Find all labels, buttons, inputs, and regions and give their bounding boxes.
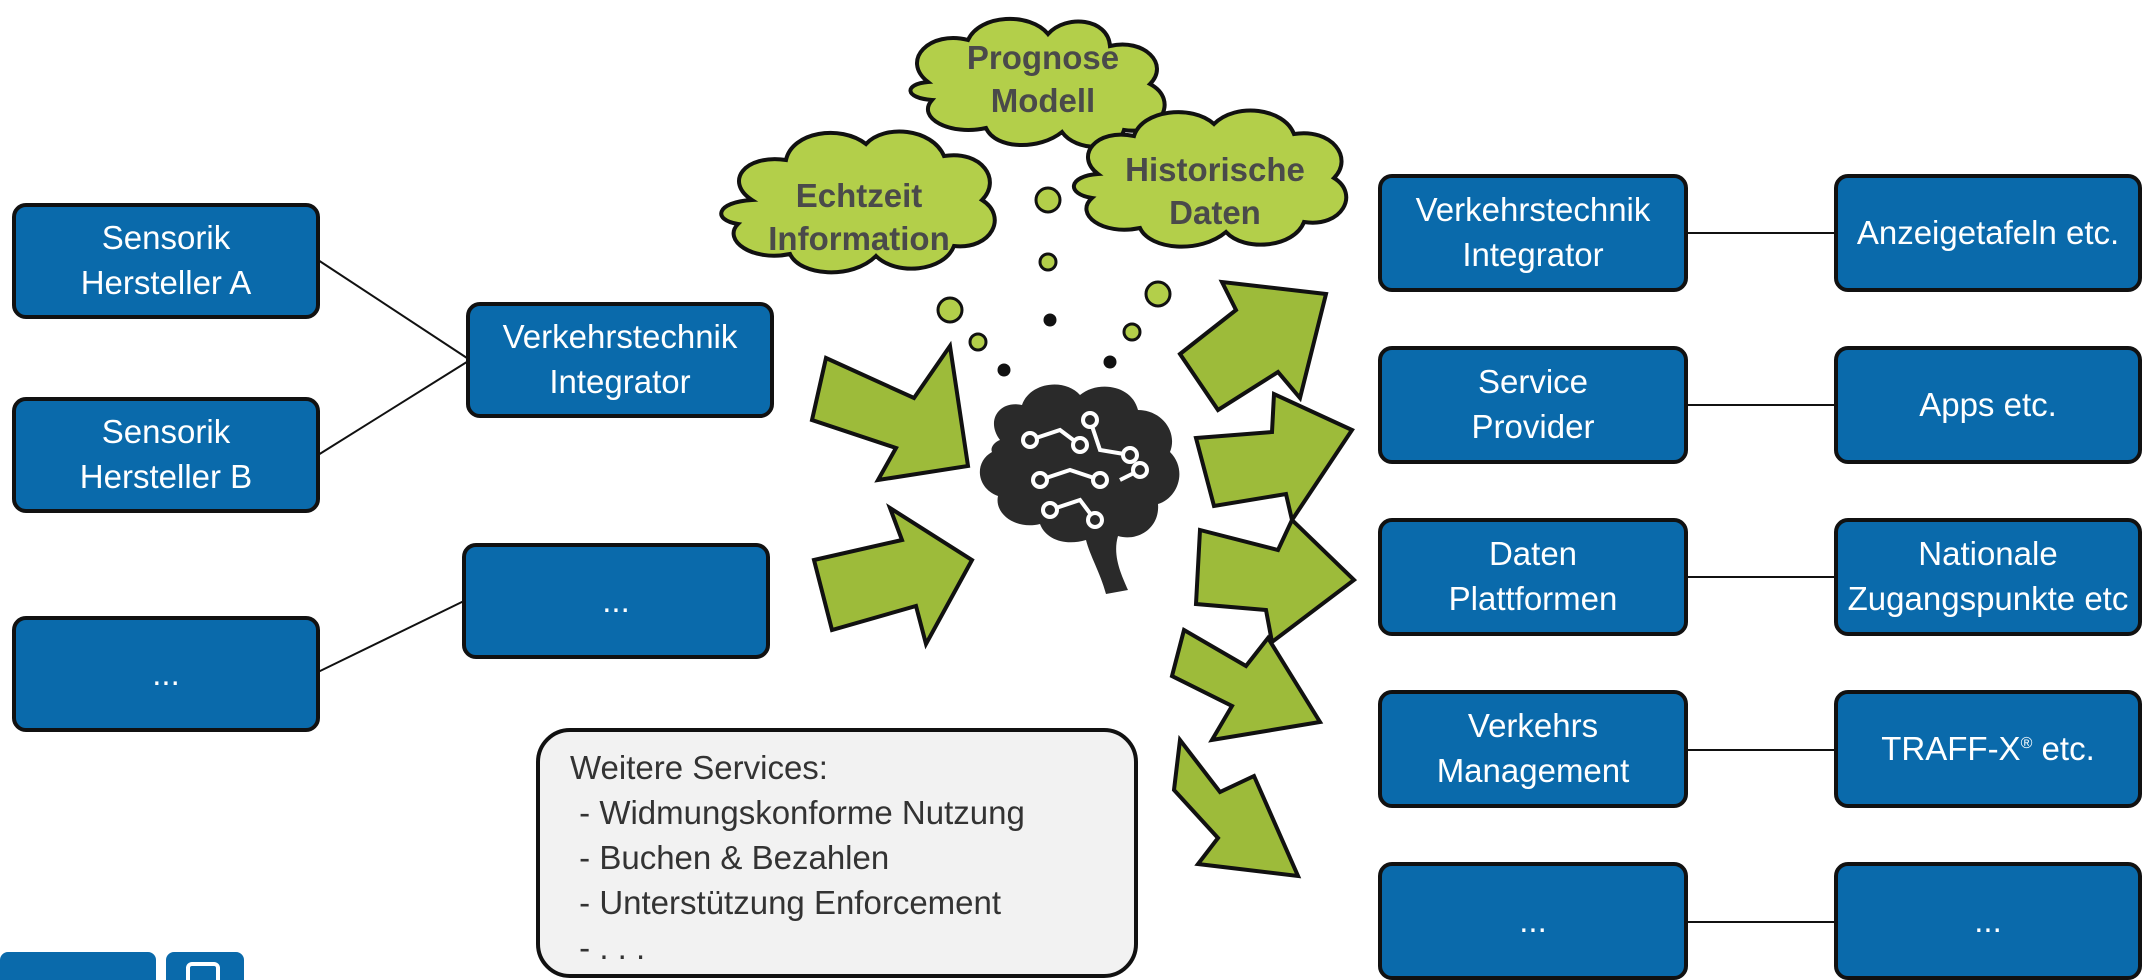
arrow-input-1 <box>809 340 971 483</box>
source-label: ... <box>152 654 180 692</box>
target-label-main: TRAFF-X <box>1881 729 2021 767</box>
output-label: Verkehrs Management <box>1436 707 1630 789</box>
bubble-7 <box>997 363 1011 377</box>
output-box-service-provider: Service Provider <box>1378 346 1688 464</box>
integrator-box: Verkehrstechnik Integrator <box>466 302 774 418</box>
brain-circuit-icon <box>979 384 1180 594</box>
services-callout: Weitere Services: - Widmungskonforme Nut… <box>536 728 1138 978</box>
output-box-verkehrstechnik: Verkehrstechnik Integrator <box>1378 174 1688 292</box>
target-box-traff-x: TRAFF-X® etc. <box>1834 690 2142 808</box>
target-box-nationale-zugangspunkte: Nationale Zugangspunkte etc <box>1834 518 2142 636</box>
target-label: Nationale Zugangspunkte etc <box>1847 535 2129 617</box>
target-label-rest: etc. <box>2032 729 2095 767</box>
services-title: Weitere Services: <box>570 749 828 786</box>
target-box-ellipsis: ... <box>1834 862 2142 980</box>
integrator-label: Verkehrstechnik Integrator <box>502 318 738 400</box>
bubble-2 <box>1038 252 1058 272</box>
source-label: Sensorik Hersteller B <box>79 413 253 495</box>
integrator-label: ... <box>602 581 630 619</box>
target-label: TRAFF-X® etc. <box>1881 727 2094 772</box>
arrow-output-4 <box>1169 626 1324 743</box>
connector-sensor-b <box>317 359 471 456</box>
target-box-apps: Apps etc. <box>1834 346 2142 464</box>
thought-bubbles <box>936 186 1172 377</box>
output-label: Service Provider <box>1471 363 1595 445</box>
output-box-ellipsis: ... <box>1378 862 1688 980</box>
cloud-label-echtzeit: Echtzeit Information <box>768 177 950 257</box>
output-box-daten-plattformen: Daten Plattformen <box>1378 518 1688 636</box>
arrow-output-2 <box>1193 390 1355 525</box>
bubble-5 <box>1144 280 1172 308</box>
bubble-4 <box>968 332 988 352</box>
bubble-8 <box>1043 313 1057 327</box>
target-box-anzeigetafeln: Anzeigetafeln etc. <box>1834 174 2142 292</box>
output-label: Verkehrstechnik Integrator <box>1415 191 1651 273</box>
source-label: Sensorik Hersteller A <box>80 219 252 301</box>
bubble-6 <box>1122 322 1142 342</box>
arrow-output-3 <box>1193 516 1358 646</box>
bubble-9 <box>1103 355 1117 369</box>
services-item: - Widmungskonforme Nutzung <box>570 793 1025 831</box>
bubble-1 <box>1034 186 1062 214</box>
services-item: - Unterstützung Enforcement <box>570 883 1002 921</box>
connector-dots <box>317 599 467 673</box>
source-box-sensor-a: Sensorik Hersteller A <box>12 203 320 319</box>
cloud-label-prognose: Prognose Modell <box>966 39 1120 119</box>
bubble-3 <box>936 296 964 324</box>
registered-mark: ® <box>2020 734 2033 752</box>
cloud-prognose <box>908 16 1167 149</box>
cloud-label-historische: Historische Daten <box>1125 151 1305 231</box>
services-item: - . . . <box>570 928 646 966</box>
target-label: Apps etc. <box>1919 385 2057 423</box>
output-label: ... <box>1519 901 1547 939</box>
arrow-output-5 <box>1171 734 1302 879</box>
brain-outline <box>979 384 1180 594</box>
connector-sensor-a <box>317 259 471 361</box>
partial-logo-icon <box>0 952 244 980</box>
connector-lines <box>317 232 1834 923</box>
arrow-output-1 <box>1177 279 1329 413</box>
source-box-ellipsis: ... <box>12 616 320 732</box>
services-item: - Buchen & Bezahlen <box>570 838 890 876</box>
output-box-verkehrs-management: Verkehrs Management <box>1378 690 1688 808</box>
target-label: Anzeigetafeln etc. <box>1856 213 2120 251</box>
cloud-historische <box>1071 108 1349 249</box>
target-label: ... <box>1974 901 2002 939</box>
arrow-input-2 <box>811 503 975 650</box>
source-box-sensor-b: Sensorik Hersteller B <box>12 397 320 513</box>
output-label: Daten Plattformen <box>1448 535 1618 617</box>
cloud-shapes <box>719 16 1349 275</box>
integrator-box-ellipsis: ... <box>462 543 770 659</box>
cloud-echtzeit <box>719 129 997 275</box>
